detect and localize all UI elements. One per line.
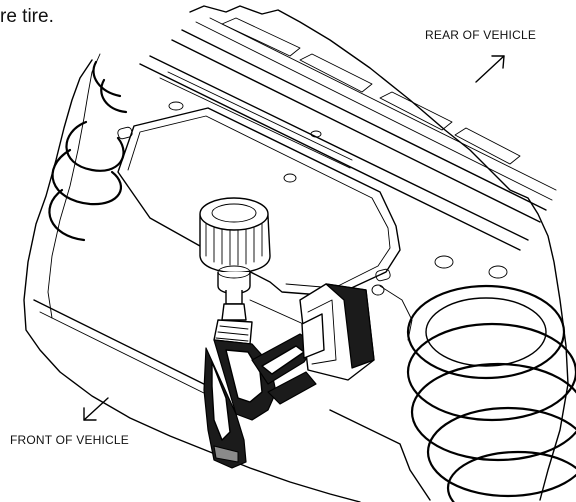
front-of-vehicle-label: FRONT OF VEHICLE (10, 433, 129, 447)
mounting-plate-inner (127, 115, 391, 289)
drill-chuck (213, 303, 253, 345)
lower-frame-lines (33, 285, 431, 501)
frame-outline (189, 5, 569, 501)
arrow-up-right-icon (475, 55, 505, 83)
frame-left-contour (47, 53, 101, 319)
caption-text: re tire. (0, 6, 54, 27)
cordless-drill (203, 283, 385, 469)
left-coil-spring (48, 60, 128, 242)
hoist-knob (199, 197, 271, 305)
frame-left-edge (23, 59, 361, 502)
frame-holes (117, 101, 508, 282)
arrow-down-left-icon (83, 397, 109, 421)
rail-ribs (221, 17, 521, 165)
crossmember-rails (139, 17, 557, 251)
right-coil-spring (406, 284, 576, 502)
rear-of-vehicle-label: REAR OF VEHICLE (425, 28, 537, 42)
